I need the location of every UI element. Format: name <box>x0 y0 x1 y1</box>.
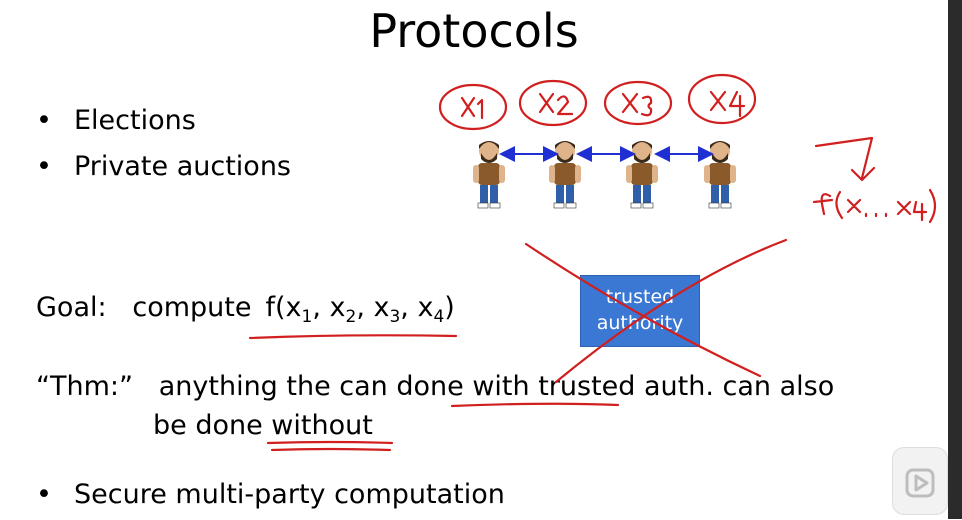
theorem-label: “Thm:” <box>36 371 133 402</box>
handwritten-arrow <box>814 136 876 182</box>
bullet-dot: • <box>36 151 52 182</box>
person-figure <box>473 141 505 209</box>
function-close: ) <box>444 292 455 323</box>
subscript: 3 <box>389 307 401 327</box>
cross-stroke <box>554 238 788 384</box>
separator: , x <box>356 292 390 323</box>
bullet-elections: • Elections <box>36 104 196 138</box>
person-figure <box>626 141 658 209</box>
goal-label: Goal: <box>36 292 107 323</box>
window-edge <box>948 0 962 519</box>
underline-trusted <box>450 402 620 408</box>
underline-without <box>266 440 394 452</box>
play-icon <box>905 468 935 498</box>
separator: , x <box>312 292 346 323</box>
theorem-line1: “Thm:” anything the can done with truste… <box>36 367 834 407</box>
handwritten-function-note <box>812 188 937 224</box>
play-button[interactable] <box>892 447 948 515</box>
goal-verb: compute <box>132 292 252 323</box>
bullet-dot: • <box>36 479 52 510</box>
subscript: 4 <box>433 307 445 327</box>
handwritten-x2 <box>538 92 574 116</box>
person-figure <box>549 141 581 209</box>
slide-title: Protocols <box>369 4 579 58</box>
person-figure <box>704 141 736 209</box>
goal-function: f(x1, x2, x3, x4) <box>265 292 455 326</box>
cross-stroke <box>524 242 762 378</box>
bullet-secure-mpc: • Secure multi-party computation <box>36 478 505 512</box>
subscript: 1 <box>301 307 313 327</box>
circled-input-x4 <box>687 73 757 125</box>
subscript: 2 <box>345 307 357 327</box>
trusted-authority-line1: trusted <box>605 286 675 308</box>
circled-input-x2 <box>518 79 588 127</box>
bullet-text: Elections <box>74 105 196 136</box>
bullet-dot: • <box>36 105 52 136</box>
separator: , x <box>400 292 434 323</box>
bullet-text: Private auctions <box>74 151 292 182</box>
trusted-authority-box: trusted authority <box>580 275 700 347</box>
handwritten-x4 <box>709 90 746 118</box>
trusted-authority-line2: authority <box>596 312 684 334</box>
circled-input-x3 <box>603 80 673 126</box>
bullet-text: Secure multi-party computation <box>74 479 505 510</box>
function-prefix: f(x <box>265 292 302 323</box>
handwritten-x1 <box>460 96 484 120</box>
underline-goal-function <box>248 334 458 340</box>
theorem-text-line1: anything the can done with trusted auth.… <box>158 371 835 402</box>
circled-input-x1 <box>438 83 508 131</box>
theorem-text-line2: be done without <box>153 410 373 441</box>
bullet-private-auctions: • Private auctions <box>36 150 291 184</box>
handwritten-x3 <box>621 92 653 117</box>
